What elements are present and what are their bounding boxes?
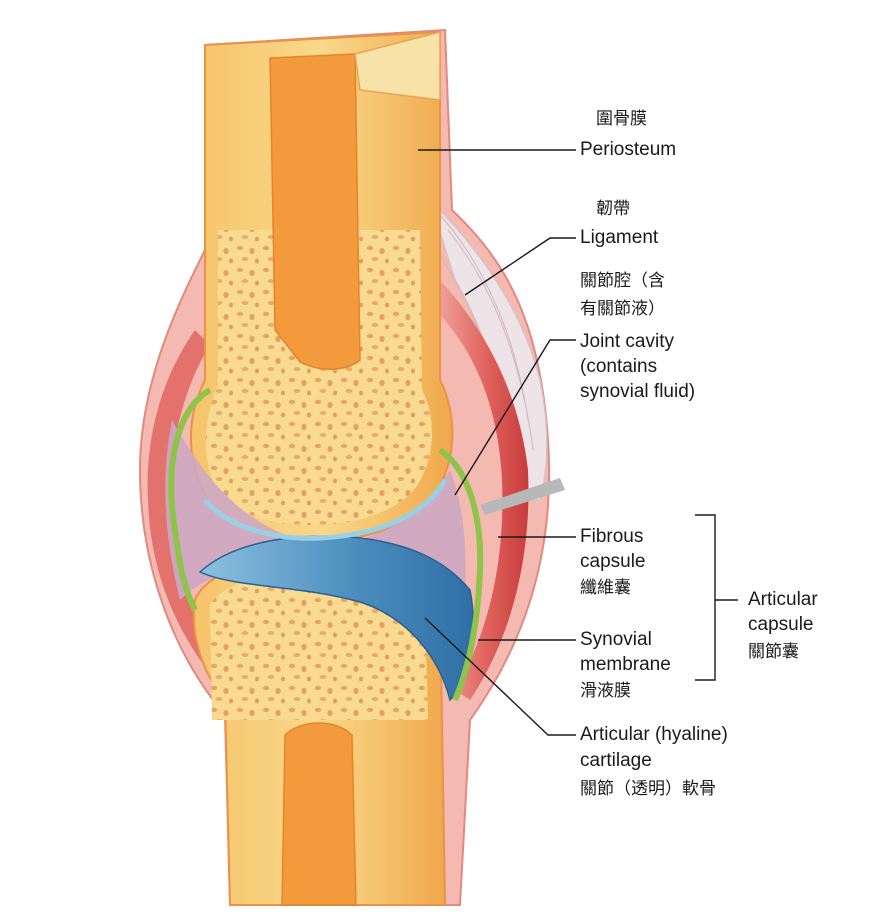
label-articular-cartilage-zh: 關節（透明）軟骨 [580, 779, 716, 799]
fibrous-capsule-left [147, 330, 225, 680]
lower-medullary-cavity [281, 722, 357, 906]
label-articular-cartilage-en-2: cartilage [580, 750, 652, 771]
label-synovial-membrane-en-2: membrane [580, 654, 671, 675]
leader-articular-cartilage [424, 617, 576, 736]
label-joint-cavity-en-1: Joint cavity [580, 331, 674, 352]
upper-articular-cartilage [203, 478, 448, 541]
lower-bone-spongy [210, 573, 428, 720]
label-joint-cavity-zh-1: 關節腔（含 [580, 271, 665, 291]
label-periosteum-zh: 圍骨膜 [596, 109, 647, 129]
label-periosteum-en: Periosteum [580, 139, 677, 160]
leader-ligament [464, 237, 576, 296]
label-synovial-membrane-zh: 滑液膜 [580, 681, 631, 701]
label-synovial-membrane-en-1: Synovial [580, 629, 652, 650]
synovial-membrane [168, 387, 212, 612]
bracket-articular-capsule [695, 514, 738, 681]
label-ligament-en: Ligament [580, 227, 659, 248]
label-fibrous-capsule-en-1: Fibrous [580, 526, 644, 547]
label-fibrous-capsule-en-2: capsule [580, 551, 646, 572]
label-articular-cartilage-en-1: Articular (hyaline) [580, 724, 728, 745]
label-articular-capsule-en-1: Articular [748, 589, 818, 610]
leader-joint-cavity [454, 339, 576, 496]
label-articular-capsule-en-2: capsule [748, 614, 814, 635]
label-fibrous-capsule-zh: 纖維囊 [580, 578, 631, 598]
label-articular-capsule-zh: 關節囊 [748, 642, 799, 662]
label-ligament-zh: 韌帶 [596, 199, 630, 219]
joint-cavity [165, 420, 466, 650]
capsule-cut-wedge [480, 478, 565, 515]
leader-lines [418, 149, 738, 736]
label-joint-cavity-zh-2: 有關節液） [580, 299, 665, 319]
upper-bone-spongy [205, 230, 433, 525]
fibrous-capsule [425, 270, 529, 700]
label-joint-cavity-en-2: (contains [580, 356, 658, 377]
upper-medullary-cavity [269, 53, 361, 370]
cutaway-top [354, 31, 441, 101]
synovial-membrane-right [438, 447, 484, 702]
label-joint-cavity-en-3: synovial fluid) [580, 381, 696, 402]
